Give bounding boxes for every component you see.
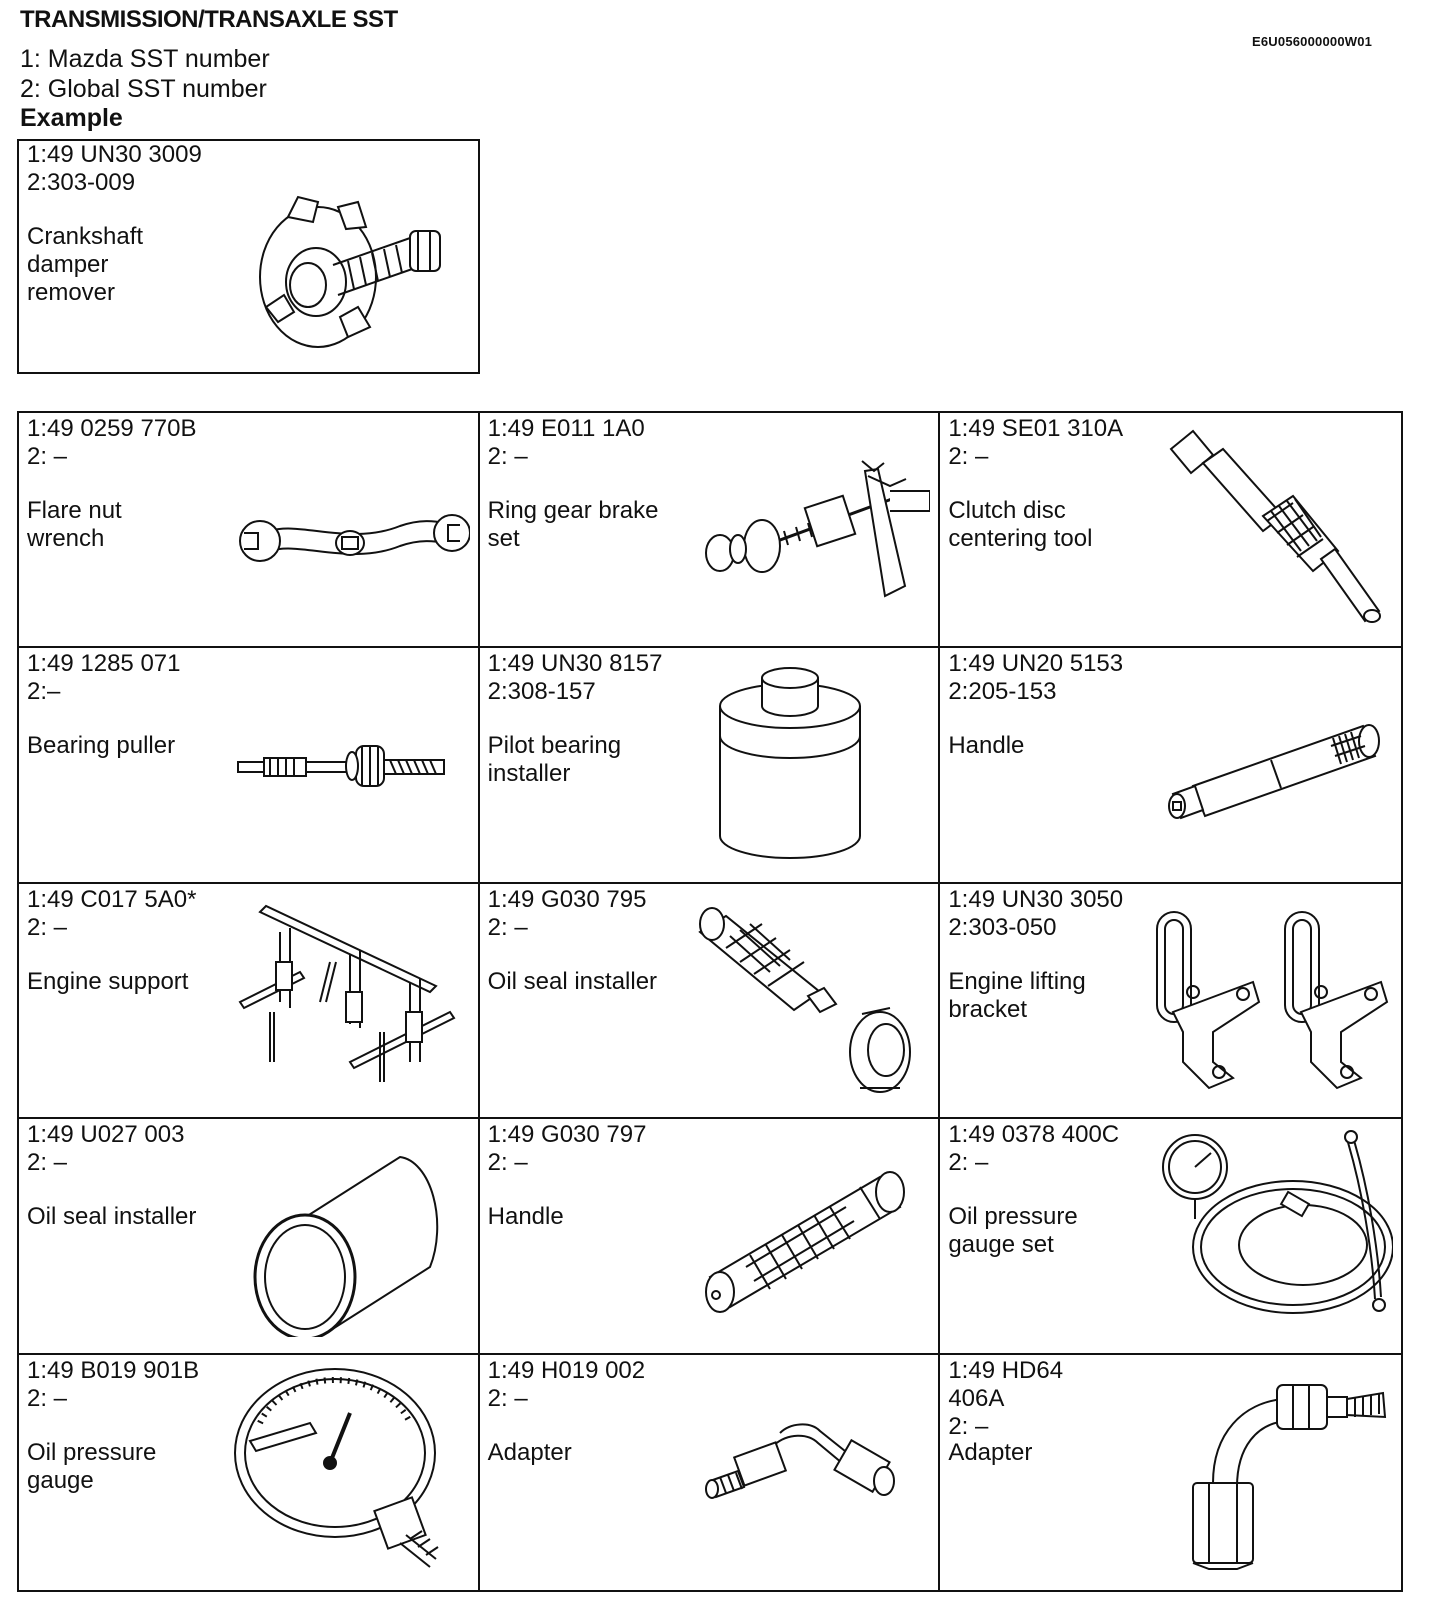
crankshaft-damper-remover-icon xyxy=(238,157,458,357)
tool-cell: 1:49 B019 901B 2: – Oil pressure gauge xyxy=(19,1354,480,1590)
example-code: 1:49 UN30 3009 2:303-009 xyxy=(27,141,202,196)
oil-seal-installer-icon xyxy=(690,892,930,1102)
tool-cell: 1:49 G030 795 2: – Oil seal installer xyxy=(479,883,941,1120)
engine-lifting-bracket-icon xyxy=(1153,892,1393,1102)
tool-code: 1:49 B019 901B 2: – xyxy=(27,1356,200,1412)
tool-name: Flare nut wrench xyxy=(27,497,122,552)
tool-name: Oil pressure gauge xyxy=(27,1438,157,1494)
legend: 1: Mazda SST number 2: Global SST number xyxy=(20,44,270,104)
oil-seal-installer-sleeve-icon xyxy=(230,1127,470,1338)
oil-pressure-gauge-set-icon xyxy=(1153,1127,1393,1337)
tool-code: 1:49 HD64 406A 2: – xyxy=(948,1356,1064,1440)
tool-code: 1:49 SE01 310A 2: – xyxy=(948,415,1124,470)
tool-code: 1:49 0259 770B 2: – xyxy=(27,415,197,470)
example-label: Example xyxy=(20,104,123,132)
handle-icon xyxy=(1153,656,1393,866)
tool-cell: 1:49 H019 002 2: – Adapter xyxy=(480,1354,941,1590)
tool-cell: 1:49 UN30 8157 2:308-157 Pilot bearing i… xyxy=(479,648,941,884)
tool-cell: 1:49 C017 5A0* 2: – Engine support xyxy=(19,883,480,1120)
tool-name: Oil pressure gauge set xyxy=(948,1203,1078,1259)
tool-code: 1:49 UN20 5153 2:205-153 xyxy=(948,650,1124,706)
tool-code: 1:49 UN30 3050 2:303-050 xyxy=(948,885,1124,941)
engine-support-icon xyxy=(230,892,470,1102)
tool-name: Bearing puller xyxy=(27,732,176,760)
page-title: TRANSMISSION/TRANSAXLE SST xyxy=(20,6,398,33)
pilot-bearing-installer-icon xyxy=(690,656,930,866)
example-box: 1:49 UN30 3009 2:303-009 Crankshaft damp… xyxy=(17,139,480,374)
tool-name: Clutch disc centering tool xyxy=(948,497,1093,552)
tool-name: Pilot bearing installer xyxy=(487,732,622,788)
tool-code: 1:49 G030 795 2: – xyxy=(487,885,647,941)
tool-cell: 1:49 UN30 3050 2:303-050 Engine lifting … xyxy=(940,884,1401,1120)
tool-name: Handle xyxy=(948,732,1025,760)
tool-cell: 1:49 0378 400C 2: – Oil pressure gauge s… xyxy=(940,1119,1401,1355)
knurled-handle-icon xyxy=(690,1127,930,1337)
tool-cell: 1:49 0259 770B 2: – Flare nut wrench xyxy=(19,413,480,649)
tool-cell: 1:49 HD64 406A 2: – Adapter xyxy=(940,1355,1401,1590)
elbow-adapter-icon xyxy=(1153,1363,1393,1573)
tool-cell: 1:49 E011 1A0 2: – Ring gear brake set xyxy=(479,413,941,649)
oil-pressure-gauge-icon xyxy=(230,1363,470,1573)
clutch-disc-centering-tool-icon xyxy=(1153,421,1393,631)
tool-cell: 1:49 G030 797 2: – Handle xyxy=(479,1119,941,1355)
tool-name: Engine support xyxy=(27,967,189,995)
sst-table: 1:49 0259 770B 2: – Flare nut wrench 1:4… xyxy=(17,411,1403,1592)
tool-name: Ring gear brake set xyxy=(487,497,659,552)
tool-code: 1:49 E011 1A0 2: – xyxy=(487,415,645,470)
legend-mazda-number: 1: Mazda SST number xyxy=(20,45,270,73)
adapter-icon xyxy=(690,1363,930,1573)
bearing-puller-icon xyxy=(230,656,470,866)
tool-name: Handle xyxy=(487,1203,564,1231)
tool-code: 1:49 UN30 8157 2:308-157 xyxy=(487,650,663,706)
tool-name: Oil seal installer xyxy=(487,967,658,995)
document-id: E6U056000000W01 xyxy=(1252,34,1373,49)
legend-global-number: 2: Global SST number xyxy=(20,75,267,103)
tool-code: 1:49 C017 5A0* 2: – xyxy=(27,885,197,941)
example-name: Crankshaft damper remover xyxy=(27,223,144,306)
tool-code: 1:49 0378 400C 2: – xyxy=(948,1121,1120,1177)
tool-name: Adapter xyxy=(487,1438,572,1466)
tool-cell: 1:49 U027 003 2: – Oil seal installer xyxy=(19,1119,480,1355)
tool-name: Engine lifting bracket xyxy=(948,967,1086,1023)
flare-nut-wrench-icon xyxy=(230,421,470,631)
tool-cell: 1:49 UN20 5153 2:205-153 Handle xyxy=(940,648,1401,884)
tool-cell: 1:49 SE01 310A 2: – Clutch disc centerin… xyxy=(940,413,1401,649)
ring-gear-brake-set-icon xyxy=(690,421,931,631)
tool-code: 1:49 G030 797 2: – xyxy=(487,1121,647,1177)
tool-name: Oil seal installer xyxy=(27,1203,197,1231)
tool-code: 1:49 1285 071 2:– xyxy=(27,650,181,706)
tool-cell: 1:49 1285 071 2:– Bearing puller xyxy=(19,648,480,884)
tool-code: 1:49 U027 003 2: – xyxy=(27,1121,185,1177)
tool-code: 1:49 H019 002 2: – xyxy=(487,1356,646,1412)
tool-name: Adapter xyxy=(948,1438,1033,1466)
